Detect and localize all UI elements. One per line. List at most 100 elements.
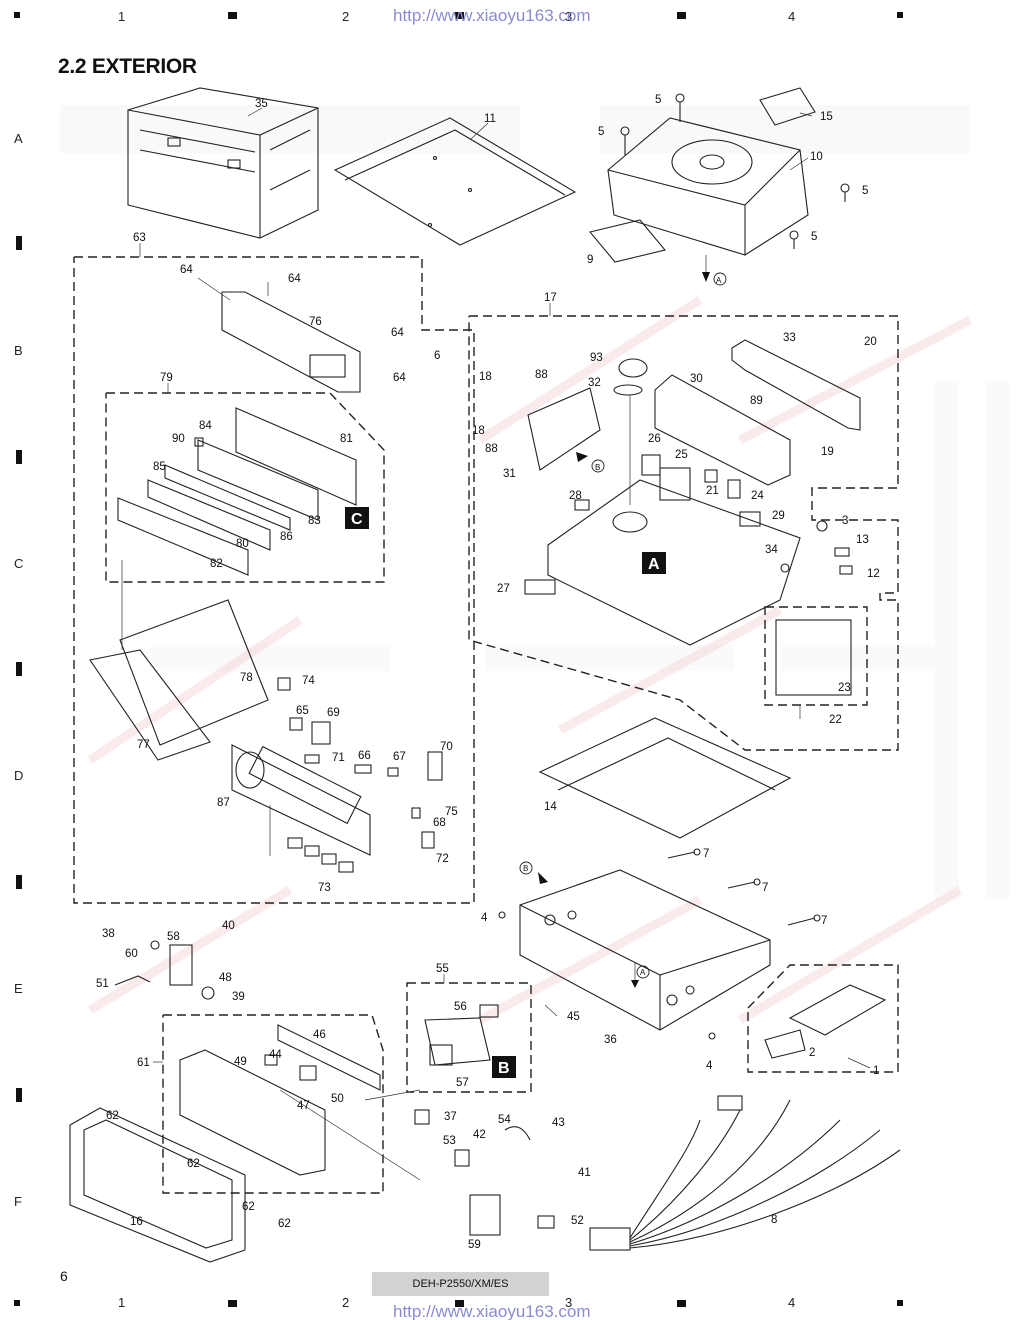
part-33-bracket bbox=[731, 339, 861, 431]
part-label: 87 bbox=[217, 797, 230, 809]
model-label: DEH-P2550/XM/ES bbox=[372, 1272, 549, 1296]
arrow-down-icon bbox=[519, 861, 650, 988]
part-label: 15 bbox=[820, 111, 833, 123]
part-label: 64 bbox=[393, 372, 406, 384]
part-label: 23 bbox=[838, 682, 851, 694]
arrow-down-icon bbox=[702, 255, 727, 286]
row-marker bbox=[16, 236, 22, 250]
group-63-outline bbox=[73, 256, 475, 904]
part-label: 68 bbox=[433, 817, 446, 829]
part-label: 44 bbox=[269, 1049, 282, 1061]
row-marker bbox=[16, 1088, 22, 1102]
part-label: 73 bbox=[318, 882, 331, 894]
part-label: 13 bbox=[856, 534, 869, 546]
row-letter: B bbox=[14, 343, 23, 358]
part-label: 54 bbox=[498, 1114, 511, 1126]
part-label: 66 bbox=[358, 750, 371, 762]
part-label: 69 bbox=[327, 707, 340, 719]
part-label: 62 bbox=[278, 1218, 291, 1230]
group-22-outline bbox=[764, 606, 868, 706]
column-marker bbox=[677, 12, 686, 19]
part-label: 19 bbox=[821, 446, 834, 458]
row-marker bbox=[16, 875, 22, 889]
part-label: 41 bbox=[578, 1167, 591, 1179]
part-label: 5 bbox=[862, 185, 868, 197]
small-parts-switches bbox=[277, 677, 443, 849]
part-label: 93 bbox=[590, 352, 603, 364]
part-76-bracket bbox=[197, 277, 361, 393]
watermark-layer bbox=[60, 105, 1009, 1024]
part-label: 64 bbox=[180, 264, 193, 276]
part-label: 18 bbox=[479, 371, 492, 383]
section-title: 2.2 EXTERIOR bbox=[58, 55, 197, 78]
part-label: 55 bbox=[436, 963, 449, 975]
part-14-insulator bbox=[538, 717, 792, 839]
page-number: 6 bbox=[60, 1268, 68, 1284]
part-label: 70 bbox=[440, 741, 453, 753]
part-label: 26 bbox=[648, 433, 661, 445]
part-label: 86 bbox=[280, 531, 293, 543]
column-number: 1 bbox=[118, 1295, 126, 1310]
part-label: 76 bbox=[309, 316, 322, 328]
part-label: B bbox=[523, 864, 528, 873]
part-label: 57 bbox=[456, 1077, 469, 1089]
part-label: 58 bbox=[167, 931, 180, 943]
part-label: 88 bbox=[485, 443, 498, 455]
part-label: 7 bbox=[703, 848, 709, 860]
part-label: 18 bbox=[472, 425, 485, 437]
column-marker bbox=[228, 12, 237, 19]
part-35-frame bbox=[127, 87, 319, 239]
source-url-bottom[interactable]: http://www.xiaoyu163.com bbox=[393, 1302, 591, 1320]
callout-letter: C bbox=[351, 511, 363, 528]
part-label: 37 bbox=[444, 1111, 457, 1123]
part-label: 80 bbox=[236, 538, 249, 550]
part-label: 14 bbox=[544, 801, 557, 813]
part-label: 24 bbox=[751, 490, 764, 502]
part-label: 78 bbox=[240, 672, 253, 684]
part-label: 12 bbox=[867, 568, 880, 580]
part-label: 50 bbox=[331, 1093, 344, 1105]
part-label: 64 bbox=[288, 273, 301, 285]
part-87-front-panel bbox=[231, 744, 371, 873]
part-label: 39 bbox=[232, 991, 245, 1003]
part-label: 29 bbox=[772, 510, 785, 522]
part-label: 10 bbox=[810, 151, 823, 163]
row-letter: F bbox=[14, 1194, 22, 1209]
part-label: 30 bbox=[690, 373, 703, 385]
part-label: 79 bbox=[160, 372, 173, 384]
part-8-wiring-harness bbox=[589, 1095, 901, 1251]
parts-release-mechanism bbox=[114, 940, 215, 1000]
part-label: A bbox=[640, 968, 646, 977]
arrow-right-icon bbox=[576, 452, 605, 473]
part-label: 4 bbox=[481, 912, 488, 924]
part-30-shield bbox=[654, 374, 791, 486]
part-label: 7 bbox=[821, 915, 827, 927]
part-label: 71 bbox=[332, 752, 345, 764]
part-label: 40 bbox=[222, 920, 235, 932]
part-36-chassis bbox=[519, 869, 771, 1031]
part-79-panels bbox=[117, 407, 357, 576]
row-marker bbox=[16, 450, 22, 464]
part-label: 32 bbox=[588, 377, 601, 389]
part-label: 62 bbox=[242, 1201, 255, 1213]
part-label: B bbox=[595, 463, 600, 472]
part-label: 51 bbox=[96, 978, 109, 990]
part-label: 74 bbox=[302, 675, 315, 687]
part-labels: 35 11 5 5 15 10 5 5 9 A 63 64 64 76 64 6… bbox=[96, 94, 880, 1251]
part-label: 65 bbox=[296, 705, 309, 717]
column-number: 2 bbox=[342, 1295, 350, 1310]
part-label: 31 bbox=[503, 468, 516, 480]
column-number: 4 bbox=[788, 1295, 796, 1310]
group-61-outline bbox=[162, 1014, 384, 1194]
part-label: 25 bbox=[675, 449, 688, 461]
column-number: 2 bbox=[342, 9, 350, 24]
leader-lines bbox=[121, 107, 871, 1181]
part-label: 67 bbox=[393, 751, 406, 763]
source-url-top[interactable]: http://www.xiaoyu163.com bbox=[393, 6, 591, 25]
part-label: 64 bbox=[391, 327, 404, 339]
part-label: 1 bbox=[873, 1065, 879, 1077]
part-label: 77 bbox=[137, 739, 150, 751]
part-11-cover bbox=[333, 117, 577, 246]
part-A-board bbox=[547, 479, 801, 646]
part-78-77-boards bbox=[89, 599, 269, 761]
